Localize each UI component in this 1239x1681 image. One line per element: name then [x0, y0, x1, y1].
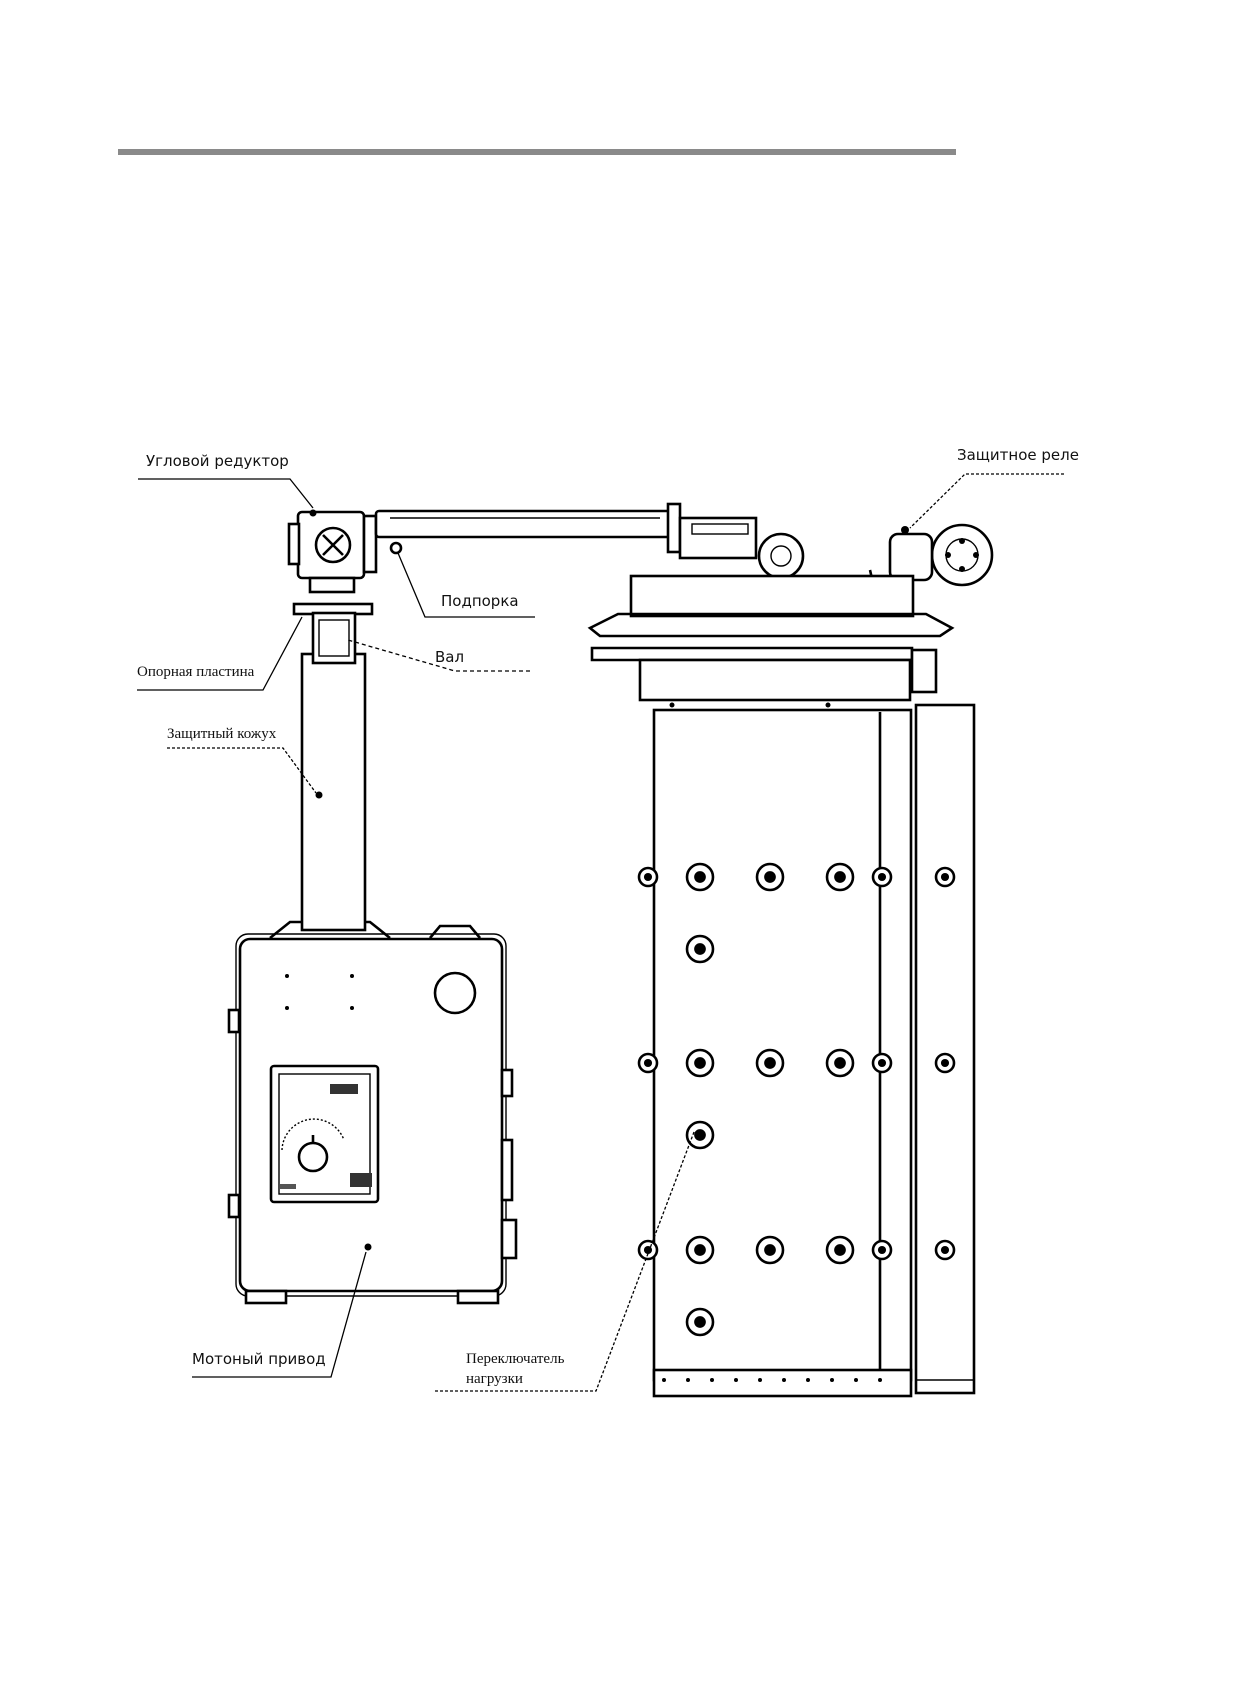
band-hole: [878, 1378, 882, 1382]
bolt-core: [764, 1244, 776, 1256]
side-bolt-core: [643, 1058, 653, 1068]
side-bolt-core: [877, 1245, 887, 1255]
label-angular-gearbox: Угловой редуктор: [146, 452, 289, 470]
protective-relay: [858, 523, 994, 613]
bolt-core: [694, 943, 706, 955]
bolt-core: [834, 871, 846, 883]
band-hole: [806, 1378, 810, 1382]
label-protective-cover: Защитный кожух: [167, 726, 277, 742]
bolt-core: [834, 1244, 846, 1256]
label-shaft: Вал: [435, 648, 464, 666]
strip-bolt-core: [940, 1245, 950, 1255]
band-hole: [662, 1378, 666, 1382]
bolt-core: [764, 1057, 776, 1069]
protective-cover: [292, 602, 374, 932]
label-load-switch-line2: нагрузки: [466, 1371, 523, 1387]
load-switch: [587, 574, 976, 1398]
motor-drive-cabinet: [227, 920, 518, 1305]
label-motor-drive: Мотоный привод: [192, 1350, 326, 1368]
band-hole: [734, 1378, 738, 1382]
side-bolt-core: [643, 1245, 653, 1255]
band-hole: [710, 1378, 714, 1382]
horizontal-shaft: [374, 502, 805, 580]
strip-bolt-core: [940, 1058, 950, 1068]
label-load-switch-line1: Переключатель: [466, 1351, 565, 1367]
band-hole: [854, 1378, 858, 1382]
leader-lines: [137, 473, 1064, 1392]
label-support-plate: Опорная пластина: [137, 664, 255, 680]
band-hole: [782, 1378, 786, 1382]
side-bolt-core: [643, 872, 653, 882]
bolt-core: [834, 1057, 846, 1069]
bolt-core: [694, 871, 706, 883]
label-protective-relay: Защитное реле: [957, 446, 1079, 464]
strip-bolt-core: [940, 872, 950, 882]
side-bolt-core: [877, 872, 887, 882]
angular-gearbox: [287, 509, 378, 594]
bolt-core: [694, 1316, 706, 1328]
bolt-core: [694, 1244, 706, 1256]
band-hole: [758, 1378, 762, 1382]
side-bolt-core: [877, 1058, 887, 1068]
band-hole: [830, 1378, 834, 1382]
load-switch-bolts: [637, 862, 956, 1382]
label-support: Подпорка: [441, 592, 519, 610]
bolt-core: [694, 1129, 706, 1141]
band-hole: [686, 1378, 690, 1382]
bolt-core: [764, 871, 776, 883]
bolt-core: [694, 1057, 706, 1069]
header-rule: [118, 149, 956, 155]
